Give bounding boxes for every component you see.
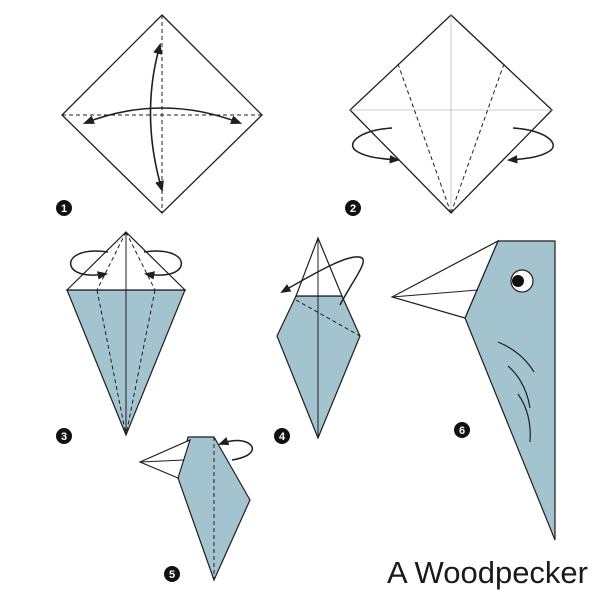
step-2-badge: [345, 200, 361, 216]
woodpecker-pupil: [512, 275, 524, 287]
step-3-right-turn-arrow: [143, 250, 183, 280]
step-6: 6: [390, 239, 556, 541]
step-4-number: 4: [279, 431, 286, 443]
step-3-fold-left-top: [96, 231, 127, 291]
step-3-number: 3: [61, 431, 67, 443]
diagram-title: A Woodpecker: [387, 555, 588, 590]
woodpecker-wing-line-3: [517, 393, 531, 443]
step-2-left-turn-arrow: [351, 127, 401, 164]
step-5-white-beak: [138, 438, 191, 479]
step-1-number: 1: [61, 203, 67, 215]
woodpecker-beak: [390, 239, 500, 319]
step-2-left-fold-line: [397, 63, 452, 214]
woodpecker-wing-line-2: [507, 365, 531, 409]
woodpecker-wing-line-1: [497, 341, 535, 373]
step-5-badge: [164, 566, 180, 582]
step-4-badge: [274, 428, 290, 444]
step-4-diagonal-fold: [295, 299, 361, 337]
step-5-number: 5: [169, 569, 175, 581]
step-3-left-turn-arrow: [69, 250, 109, 280]
step-5: 5: [138, 436, 254, 582]
step-3-badge: [56, 428, 72, 444]
step-1-badge: [56, 200, 72, 216]
woodpecker-beak-fold: [391, 289, 479, 298]
step-4-white-top: [295, 236, 343, 297]
step-1-vertical-arrow: [149, 42, 164, 193]
step-4-turn-arrow: [280, 256, 365, 306]
step-1: 1: [56, 14, 263, 216]
step-2: 2: [345, 14, 554, 216]
step-6-badge: [454, 422, 470, 438]
step-3-fold-right-bottom: [125, 289, 156, 436]
step-3-fold-left-bottom: [96, 289, 127, 436]
step-6-number: 6: [459, 425, 465, 437]
step-2-right-turn-arrow: [506, 127, 554, 164]
step-3-fold-right-top: [125, 231, 156, 291]
step-5-beak-fold: [139, 459, 185, 463]
step-4: 4: [274, 236, 365, 444]
step-2-number: 2: [350, 203, 356, 215]
step-5-turn-arrow: [218, 437, 254, 461]
step-3: 3: [56, 231, 187, 444]
step-2-right-fold-line: [450, 63, 505, 214]
